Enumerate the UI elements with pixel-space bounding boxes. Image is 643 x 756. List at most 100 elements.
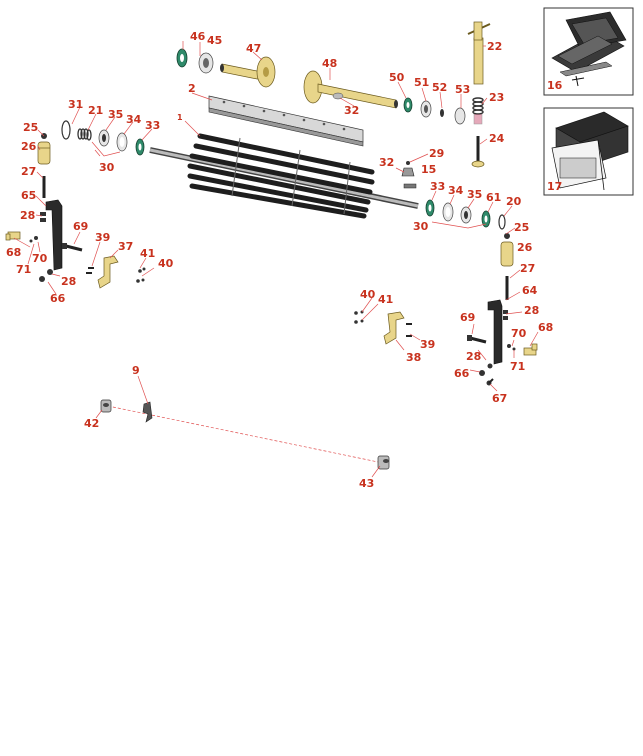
- cap-25-right[interactable]: [504, 233, 510, 239]
- spring-21[interactable]: [77, 128, 92, 141]
- bolt-24[interactable]: [471, 136, 485, 168]
- shaft-48[interactable]: [303, 70, 398, 109]
- seal-46[interactable]: [176, 48, 188, 68]
- washer-70-right[interactable]: [507, 344, 516, 351]
- callout-71-right: 71: [510, 360, 525, 373]
- callout-47: 47: [246, 42, 261, 55]
- reel-assembly[interactable]: [149, 133, 419, 219]
- nuts-40-41-left[interactable]: [136, 267, 146, 283]
- leader-lines: [13, 41, 539, 478]
- callout-32-right: 32: [379, 156, 394, 169]
- callout-61: 61: [486, 191, 501, 204]
- callout-40-left: 40: [158, 257, 174, 270]
- callout-25-left: 25: [23, 121, 38, 134]
- callout-28-left-a: 28: [20, 209, 35, 222]
- callout-27-right: 27: [520, 262, 535, 275]
- o-ring-31[interactable]: [61, 120, 71, 140]
- callout-64: 64: [522, 284, 538, 297]
- callout-17: 17: [547, 180, 562, 193]
- callout-26-left: 26: [21, 140, 37, 153]
- callout-66-right: 66: [454, 367, 470, 380]
- seal-33-right[interactable]: [425, 199, 435, 217]
- callout-35-left: 35: [108, 108, 123, 121]
- callout-28-left-b: 28: [61, 275, 76, 288]
- seal-61[interactable]: [481, 210, 491, 228]
- inset-17[interactable]: 17: [543, 107, 634, 196]
- bearing-51[interactable]: [420, 100, 432, 118]
- callout-15: 15: [421, 163, 436, 176]
- clamp-37[interactable]: [97, 255, 119, 289]
- callout-42: 42: [84, 417, 99, 430]
- callout-71-left: 71: [16, 263, 31, 276]
- washer-34-right[interactable]: [442, 202, 454, 222]
- callout-50: 50: [389, 71, 405, 84]
- screws-39-left[interactable]: [86, 267, 94, 274]
- callout-51: 51: [414, 76, 429, 89]
- callout-20: 20: [506, 195, 522, 208]
- screw-67[interactable]: [486, 378, 494, 386]
- callout-16: 16: [547, 79, 563, 92]
- washer-52[interactable]: [440, 109, 444, 117]
- callout-68-left: 68: [6, 246, 21, 259]
- callout-31: 31: [68, 98, 83, 111]
- seal-50[interactable]: [403, 97, 413, 113]
- callout-65: 65: [21, 189, 36, 202]
- screw-66-right[interactable]: [479, 363, 493, 377]
- screw-66-left[interactable]: [39, 269, 53, 282]
- bearing-35-left[interactable]: [98, 129, 110, 147]
- nuts-40-41-right[interactable]: [354, 310, 364, 324]
- callout-26-right: 26: [517, 241, 533, 254]
- callout-1: 1: [177, 113, 183, 122]
- bedknife-bar[interactable]: [208, 95, 364, 147]
- bearing-42[interactable]: [100, 399, 112, 413]
- bolt-69-left[interactable]: [62, 243, 83, 252]
- callout-70-right: 70: [511, 327, 527, 340]
- screws-39-right[interactable]: [406, 323, 412, 337]
- callout-21: 21: [88, 104, 103, 117]
- callout-28-right-b: 28: [466, 350, 481, 363]
- nut-28-left-a[interactable]: [40, 212, 46, 222]
- shaft-47[interactable]: [220, 56, 276, 88]
- callout-34-right: 34: [448, 184, 464, 197]
- callout-37: 37: [118, 240, 133, 253]
- adjuster-rod-22[interactable]: [467, 21, 491, 85]
- callout-28-right-a: 28: [524, 304, 539, 317]
- callout-27-left: 27: [21, 165, 36, 178]
- o-ring-20[interactable]: [498, 214, 506, 230]
- callout-29: 29: [429, 147, 444, 160]
- washer-34-left[interactable]: [116, 132, 128, 152]
- bolt-69-right[interactable]: [467, 335, 487, 344]
- callout-39-left: 39: [95, 231, 110, 244]
- tool-case-closed-icon: [551, 111, 629, 191]
- side-plate-65[interactable]: [45, 199, 63, 271]
- callout-33-left: 33: [145, 119, 160, 132]
- callout-39-right: 39: [420, 338, 435, 351]
- washer-70-left[interactable]: [29, 236, 39, 243]
- washer-53[interactable]: [454, 107, 466, 125]
- bracket-68-left[interactable]: [5, 231, 21, 241]
- callout-70-left: 70: [32, 252, 48, 265]
- nuts-28-right[interactable]: [503, 310, 508, 320]
- callout-30-left: 30: [99, 161, 115, 174]
- callout-48: 48: [322, 57, 337, 70]
- bearing-45[interactable]: [198, 52, 214, 74]
- bracket-68-right[interactable]: [523, 343, 538, 356]
- clamp-38[interactable]: [383, 311, 405, 345]
- adjuster-knob-26-left[interactable]: [37, 141, 51, 165]
- callout-41-left: 41: [140, 247, 155, 260]
- grease-fitting-15[interactable]: [401, 161, 417, 189]
- bearing-43[interactable]: [377, 455, 390, 470]
- side-plate-64[interactable]: [487, 299, 503, 365]
- bearing-35-right[interactable]: [460, 206, 472, 224]
- callout-34-left: 34: [126, 113, 142, 126]
- spring-23[interactable]: [472, 97, 484, 125]
- callout-69-right: 69: [460, 311, 475, 324]
- adjuster-knob-26-right[interactable]: [500, 241, 514, 267]
- inset-16[interactable]: 16: [543, 7, 634, 96]
- callout-9: 9: [132, 364, 140, 377]
- callout-53: 53: [455, 83, 470, 96]
- callout-labels: 2 1 46 45 47 48 32 50 51 52 53 22 23 24 …: [6, 30, 553, 490]
- scraper-9[interactable]: [142, 401, 153, 423]
- seal-33-left[interactable]: [135, 138, 145, 156]
